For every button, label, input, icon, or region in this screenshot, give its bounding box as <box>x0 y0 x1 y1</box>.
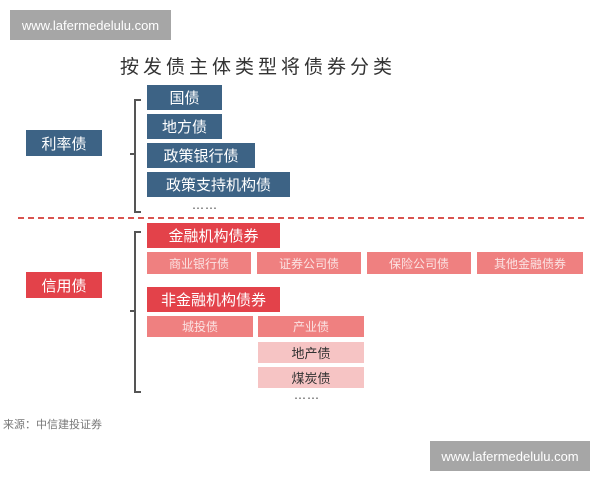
insurance-company-bonds: 保险公司债 <box>367 252 471 274</box>
diagram-title: 按发债主体类型将债券分类 <box>120 56 397 78</box>
divider-line <box>18 217 584 219</box>
rate-item-policy-support: 政策支持机构债 <box>147 172 290 197</box>
financial-institution-bonds: 金融机构债券 <box>147 223 280 248</box>
credit-bonds-brace <box>134 231 141 393</box>
real-estate-bonds: 地产债 <box>258 342 364 363</box>
other-financial-bonds: 其他金融债券 <box>477 252 583 274</box>
rate-item-policy-bank: 政策银行债 <box>147 143 255 168</box>
rate-brace-tick <box>130 153 135 155</box>
commercial-bank-bonds: 商业银行债 <box>147 252 251 274</box>
chengtou-bonds: 城投债 <box>147 316 253 337</box>
credit-bonds-label: 信用债 <box>26 272 102 298</box>
rate-item-difangzhai: 地方债 <box>147 114 222 139</box>
watermark-top: www.lafermedelulu.com <box>10 10 171 40</box>
credit-brace-tick <box>130 310 135 312</box>
rate-bonds-brace <box>134 99 141 213</box>
rate-ellipsis: …… <box>192 198 218 212</box>
watermark-bottom: www.lafermedelulu.com <box>430 441 590 471</box>
source-note: 来源：中信建投证券 <box>3 418 102 431</box>
non-financial-institution-bonds: 非金融机构债券 <box>147 287 280 312</box>
rate-item-guozhai: 国债 <box>147 85 222 110</box>
securities-company-bonds: 证券公司债 <box>257 252 361 274</box>
coal-bonds: 煤炭债 <box>258 367 364 388</box>
rate-bonds-label: 利率债 <box>26 130 102 156</box>
industry-bonds: 产业债 <box>258 316 364 337</box>
non-financial-ellipsis: …… <box>294 388 320 402</box>
